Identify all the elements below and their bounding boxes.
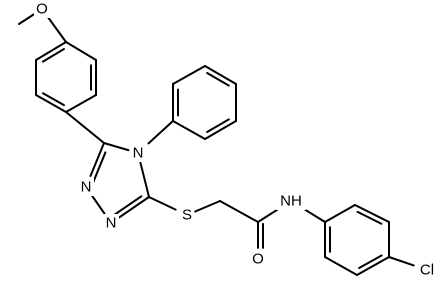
triazole-n4-atom: N — [130, 144, 146, 162]
triazole-n1-label: N — [81, 179, 92, 196]
carbonyl-oxygen-label: O — [252, 251, 264, 268]
bond-ringp-double-3 — [206, 118, 230, 133]
bond-ringq-1 — [324, 204, 356, 223]
bond-c3-n2 — [118, 196, 150, 219]
bond-n4-phenyl — [147, 120, 174, 145]
chlorine-atom: Cl — [416, 261, 438, 279]
bond-n1-c5 — [89, 142, 105, 177]
bond-ringa-1 — [65, 41, 97, 61]
amide-nh-atom: NH — [276, 192, 306, 210]
thioether-sulfur-label: S — [182, 207, 192, 224]
bond-layer — [18, 13, 415, 276]
bond-aryl-triazole — [65, 111, 105, 144]
bond-ringp-3 — [204, 65, 237, 85]
bond-c3-n2-double — [113, 195, 143, 216]
triazole-n2-atom: N — [103, 214, 119, 232]
methoxy-oxygen-label: O — [36, 1, 48, 18]
bond-ringp-2 — [172, 65, 206, 85]
bond-ringp-6 — [172, 120, 206, 140]
bond-aryl-cl — [388, 256, 415, 267]
bond-s-ch2 — [194, 200, 221, 213]
bond-ringa-double-2 — [41, 92, 65, 107]
bond-n1-c5-double — [91, 151, 107, 185]
bond-ringq-5 — [324, 256, 358, 276]
bond-c5-n4 — [103, 142, 130, 152]
bond-ringq-4 — [356, 256, 390, 276]
bond-ringa-6 — [35, 41, 67, 61]
triazole-n2-label: N — [106, 215, 117, 232]
bond-ringq-double-1 — [356, 210, 383, 225]
triazole-n4-label: N — [133, 145, 144, 162]
carbonyl-oxygen-atom: O — [250, 250, 266, 268]
bond-n2-n1 — [91, 195, 106, 215]
bond-ringp-5 — [204, 120, 237, 140]
bond-methyl-o — [18, 13, 35, 25]
bond-ringa-4 — [35, 94, 67, 113]
bond-ringp-double-2 — [206, 72, 230, 87]
triazole-n1-atom: N — [78, 178, 94, 196]
bond-o-aryl — [47, 16, 67, 43]
methoxy-oxygen-atom: O — [34, 0, 50, 18]
amide-nh-label: NH — [280, 193, 302, 210]
bond-ringa-3 — [65, 94, 97, 113]
bond-ch2-carbonyl — [219, 200, 259, 223]
bond-ringq-2 — [354, 204, 390, 223]
thioether-sulfur-atom: S — [180, 206, 194, 224]
bond-c3-s — [148, 196, 177, 211]
chlorine-label: Cl — [420, 262, 434, 279]
bond-n4-c3 — [139, 161, 150, 198]
bond-ringa-double-3 — [41, 48, 65, 63]
atom-label-layer: O N N N S NH — [34, 0, 438, 279]
bond-ringq-double-2 — [358, 254, 383, 270]
